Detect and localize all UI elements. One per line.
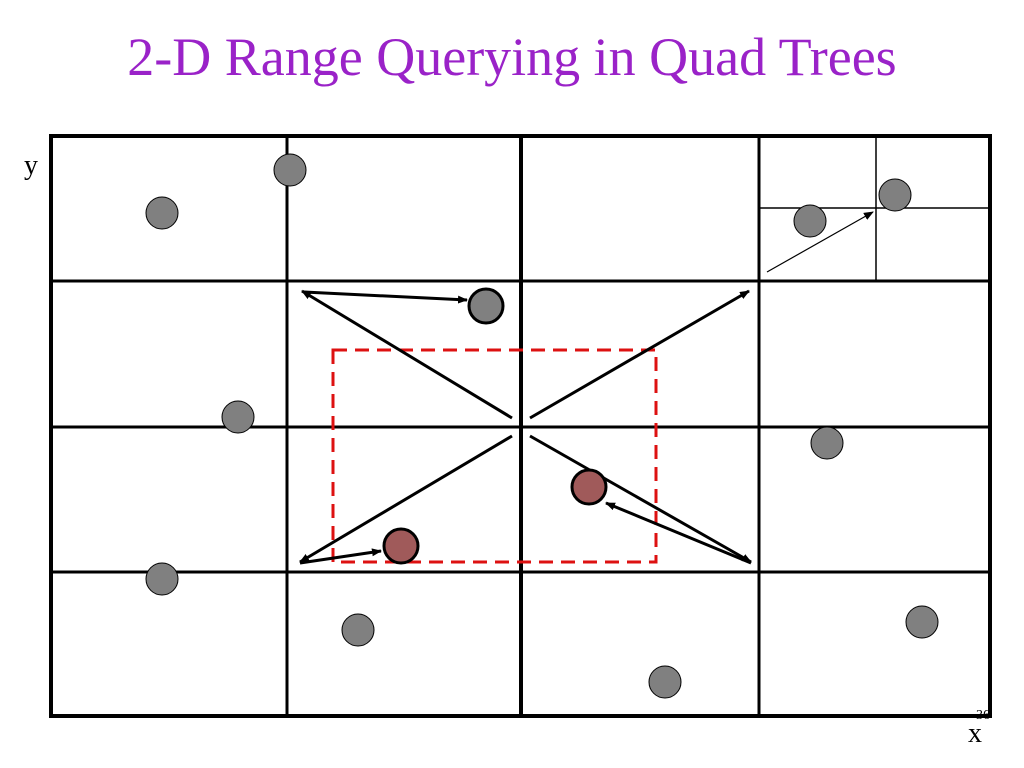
data-point-in-range (382, 527, 420, 565)
y-axis-label: y (24, 150, 38, 181)
arrow-center-to-nw (301, 289, 513, 420)
arrow-center-to-sw (299, 434, 513, 564)
arrow-center-to-se (529, 434, 752, 564)
data-point (221, 400, 255, 434)
data-point (145, 562, 179, 596)
data-point-queried (467, 287, 505, 325)
data-point-in-range (570, 468, 608, 506)
query-range-rectangle (331, 348, 658, 564)
data-point (341, 613, 375, 647)
data-point (145, 196, 179, 230)
x-axis-label: x (968, 718, 982, 749)
data-point (273, 153, 307, 187)
arrow-nw-to-point (303, 290, 468, 304)
data-point (793, 204, 827, 238)
arrow-se-to-point (605, 501, 752, 565)
slide-title: 2-D Range Querying in Quad Trees (127, 27, 897, 87)
arrow-center-to-ne (529, 289, 750, 420)
arrow-sw-to-point (299, 548, 382, 565)
data-point (648, 665, 682, 699)
data-point (905, 605, 939, 639)
arrow-subcell-to-point (766, 211, 874, 273)
data-point (810, 426, 844, 460)
data-point (878, 178, 912, 212)
